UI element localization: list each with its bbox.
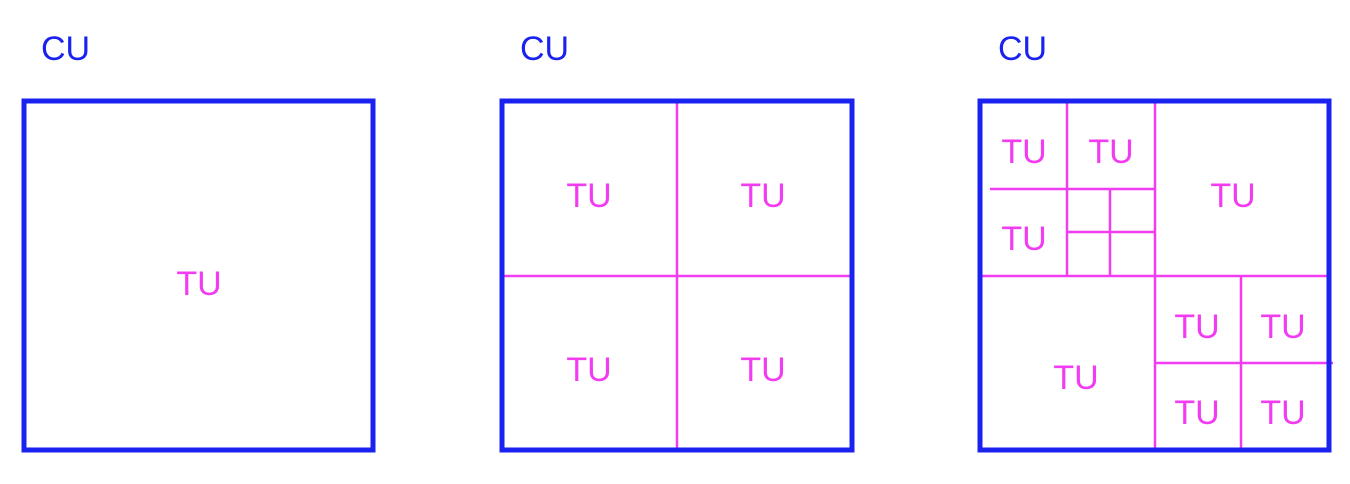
- tu-label: TU: [1174, 308, 1219, 346]
- cu-label: CU: [520, 30, 569, 68]
- tu-label: TU: [1210, 177, 1255, 215]
- tu-label: TU: [1260, 394, 1305, 432]
- tu-label: TU: [566, 351, 611, 389]
- cu-box: [499, 98, 855, 453]
- cu-label: CU: [41, 30, 90, 68]
- tu-label: TU: [1001, 220, 1046, 258]
- diagram-2: CU TU TU TU TU: [499, 30, 855, 453]
- tu-label: TU: [566, 177, 611, 215]
- diagram-3: CU TU TU TU TU TU TU TU TU TU: [977, 30, 1333, 453]
- tu-label: TU: [1088, 133, 1133, 171]
- tu-label: TU: [176, 265, 221, 303]
- diagram-1: CU TU: [21, 30, 376, 453]
- cu-box: [21, 98, 376, 453]
- tu-label: TU: [1260, 308, 1305, 346]
- tu-label: TU: [1001, 133, 1046, 171]
- tu-label: TU: [1053, 359, 1098, 397]
- cu-box: [977, 98, 1332, 453]
- tu-label: TU: [740, 177, 785, 215]
- cu-label: CU: [998, 30, 1047, 68]
- tu-label: TU: [740, 351, 785, 389]
- tu-label: TU: [1174, 394, 1219, 432]
